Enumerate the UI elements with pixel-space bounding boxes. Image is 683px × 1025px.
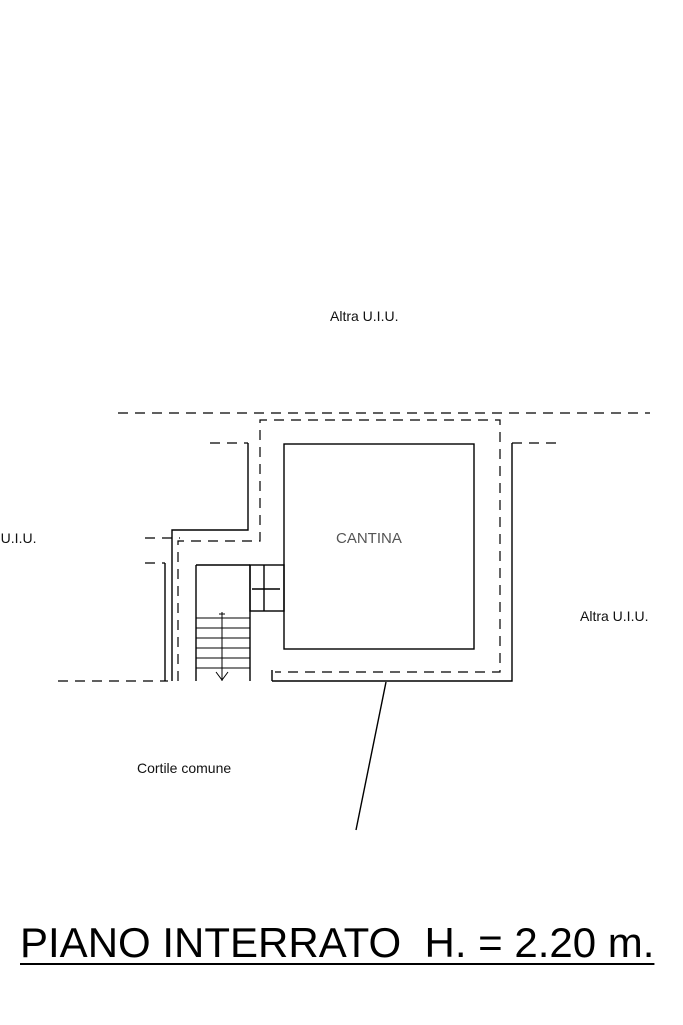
label-left-unit: Altra U.I.U. — [0, 530, 37, 546]
outer-wall-left — [171, 443, 249, 681]
stair-direction-arrow-icon — [215, 671, 229, 681]
stair-treads — [196, 617, 250, 669]
property-boundary-dashed — [177, 419, 501, 681]
label-top-unit: Altra U.I.U. — [330, 308, 399, 324]
outer-wall-right — [272, 443, 513, 682]
floor-title: PIANO INTERRATO H. = 2.20 m. — [20, 919, 655, 966]
section-pointer-line — [355, 681, 387, 831]
label-courtyard: Cortile comune — [137, 760, 232, 776]
label-right-unit: Altra U.I.U. — [580, 608, 649, 624]
label-cantina: CANTINA — [336, 530, 402, 547]
cantina-door — [249, 564, 285, 612]
cantina-room — [283, 443, 475, 650]
